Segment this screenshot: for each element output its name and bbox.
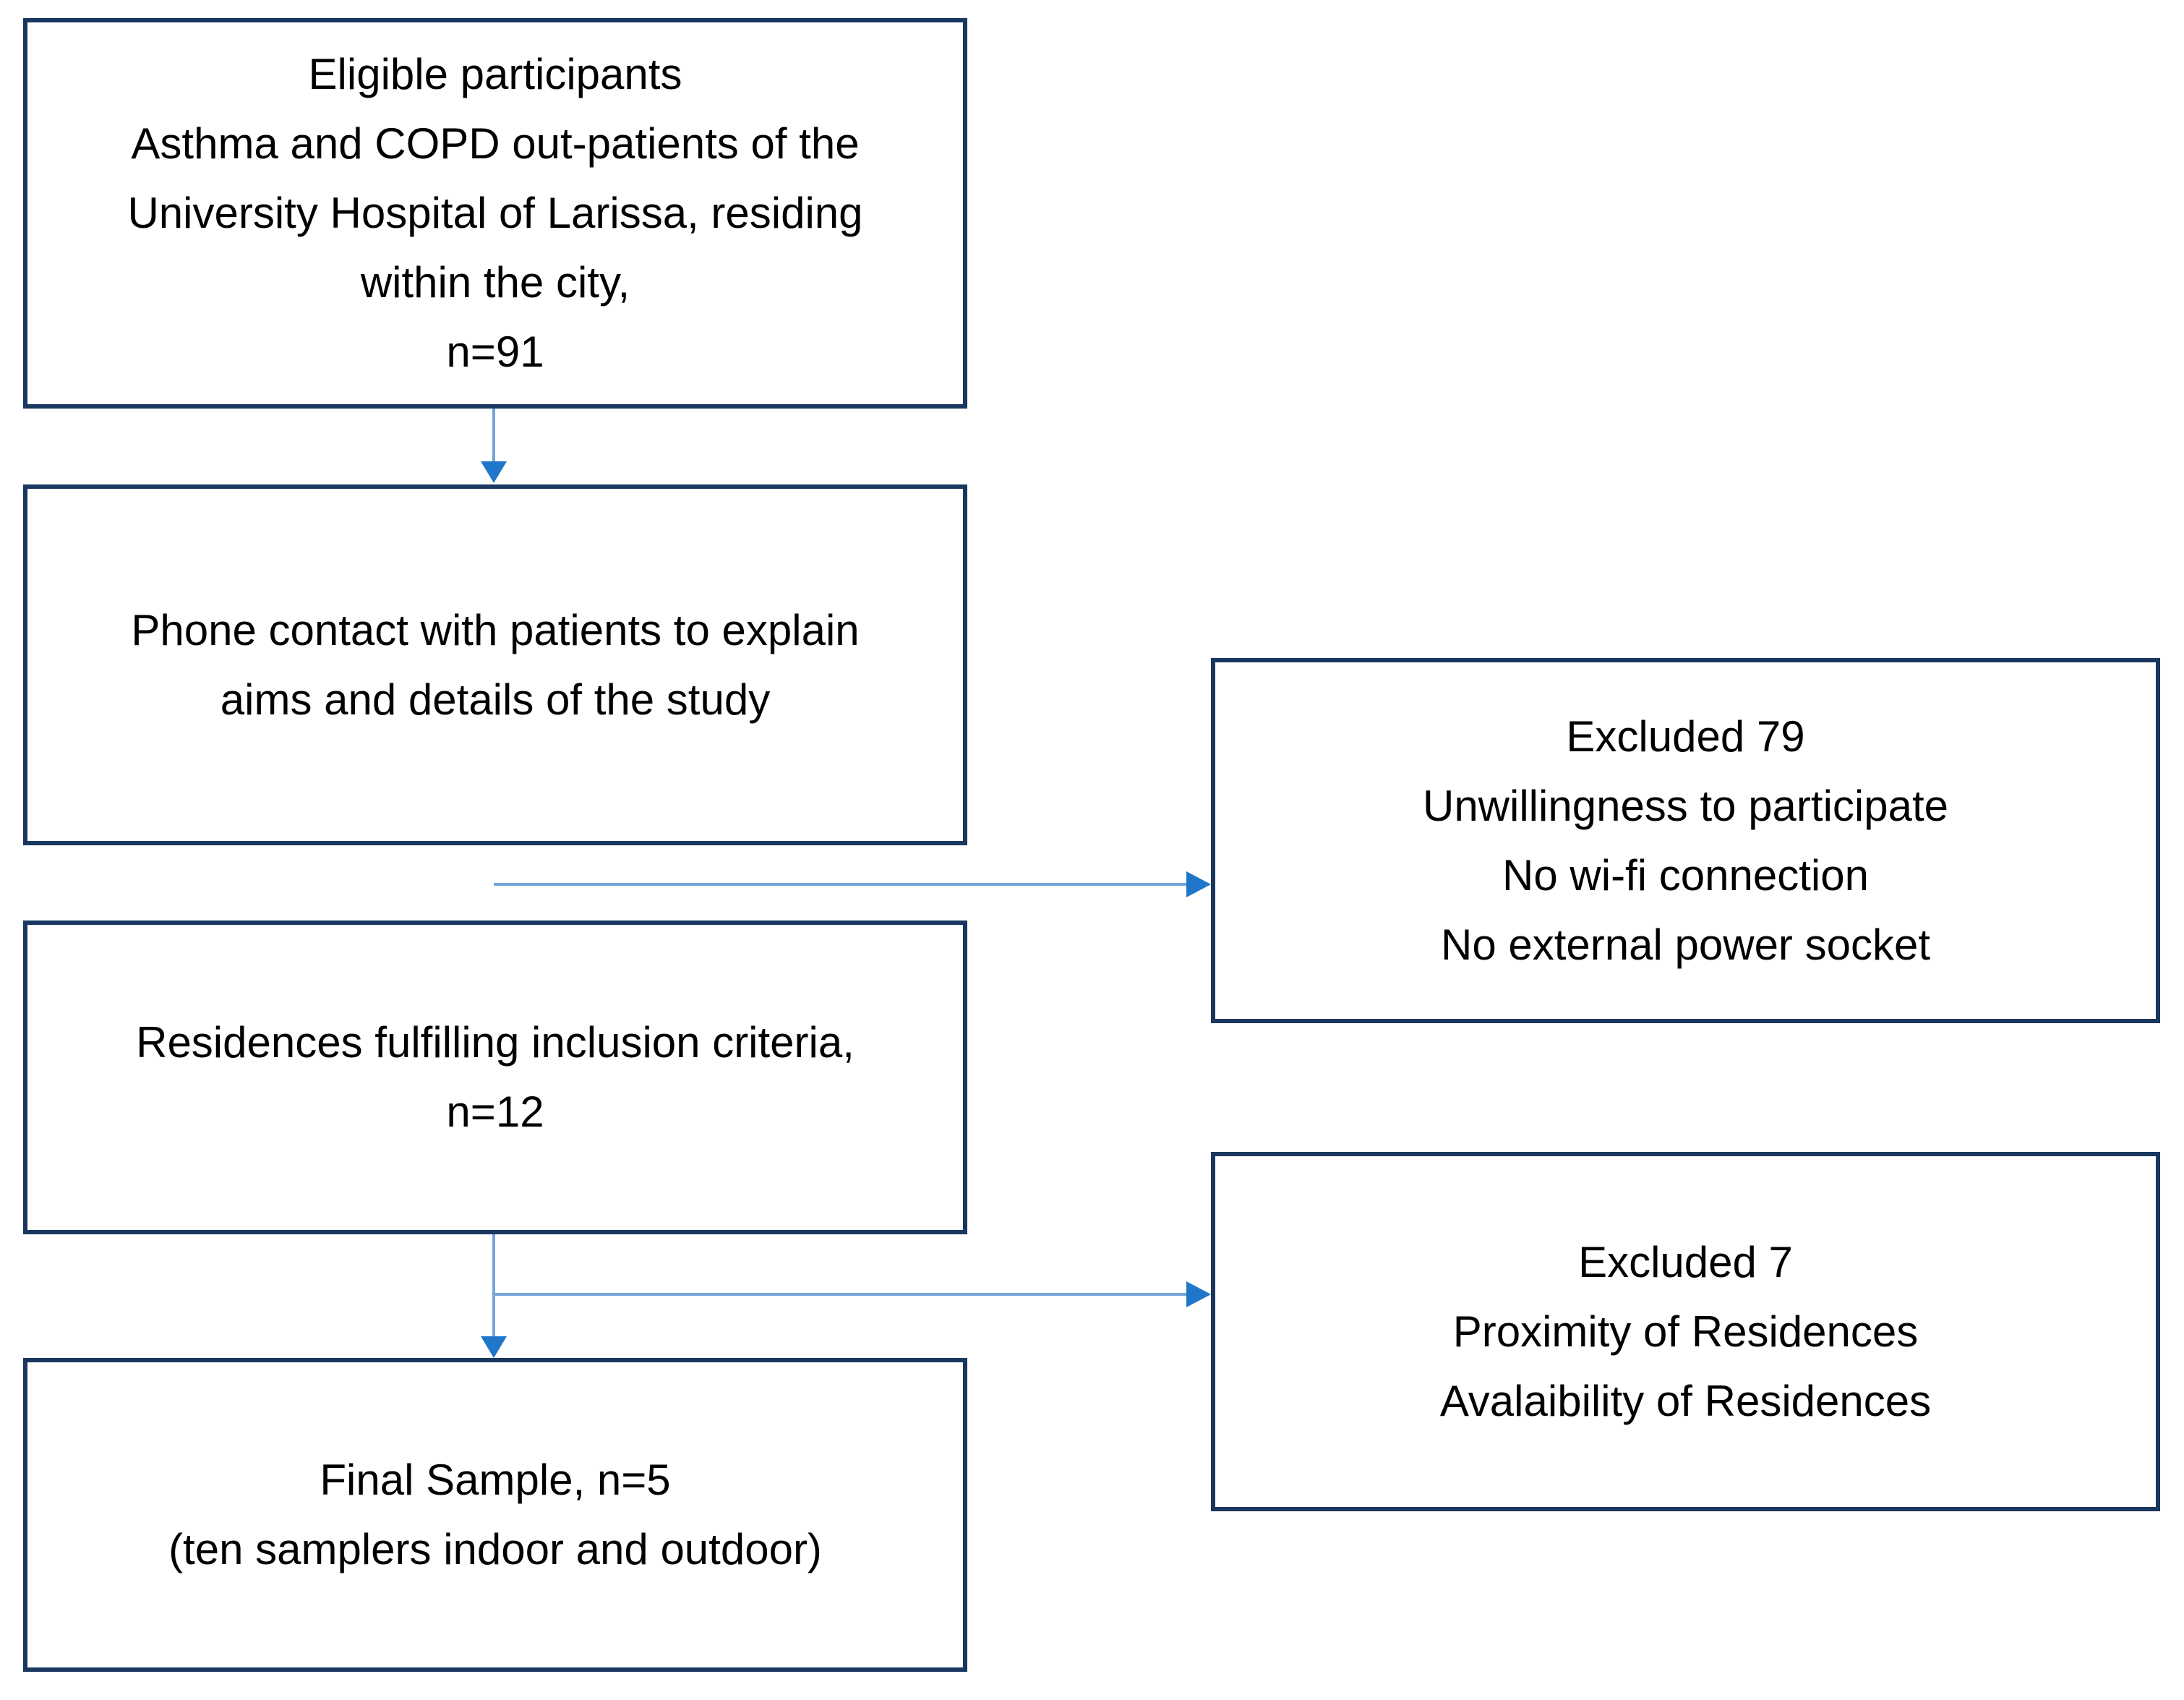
box-line: Excluded 7 (1578, 1237, 1793, 1286)
box-final-sample: Final Sample, n=5 (ten samplers indoor a… (23, 1358, 967, 1672)
arrow-phone-to-excluded79-stem (494, 883, 1186, 886)
box-line: University Hospital of Larissa, residing (127, 189, 863, 237)
box-line: Proximity of Residences (1452, 1307, 1919, 1356)
box-line: Excluded 79 (1566, 712, 1805, 761)
box-line: Phone contact with patients to explain (131, 605, 860, 654)
arrow-eligible-to-phone-stem (492, 409, 495, 463)
arrow-residences-to-excluded7-stem (494, 1293, 1186, 1296)
arrow-residences-to-final-stem (492, 1234, 495, 1336)
box-eligible-participants: Eligible participants Asthma and COPD ou… (23, 18, 967, 409)
box-line: Residences fulfilling inclusion criteria… (136, 1018, 855, 1067)
box-line: Avalaibility of Residences (1439, 1376, 1932, 1425)
box-line: within the city, (360, 258, 630, 307)
box-line: Final Sample, n=5 (320, 1456, 671, 1504)
box-line: aims and details of the study (220, 675, 771, 724)
box-line: n=12 (446, 1088, 544, 1136)
box-residences-criteria: Residences fulfilling inclusion criteria… (23, 921, 967, 1234)
box-line: No wi-fi connection (1502, 850, 1869, 900)
arrow-right-icon (1186, 871, 1211, 897)
box-line: (ten samplers indoor and outdoor) (168, 1525, 822, 1573)
box-line: Asthma and COPD out-patients of the (131, 119, 860, 168)
box-line: n=91 (446, 328, 544, 376)
box-line: Unwillingness to participate (1422, 781, 1949, 830)
box-excluded-7: Excluded 7 Proximity of Residences Avala… (1211, 1152, 2160, 1511)
arrow-down-icon (481, 461, 507, 483)
box-line: Eligible participants (308, 50, 682, 98)
arrow-right-icon (1186, 1281, 1211, 1307)
box-excluded-79: Excluded 79 Unwillingness to participate… (1211, 658, 2160, 1023)
box-line: No external power socket (1441, 920, 1930, 969)
box-phone-contact: Phone contact with patients to explain a… (23, 484, 967, 845)
arrow-down-icon (481, 1336, 507, 1358)
